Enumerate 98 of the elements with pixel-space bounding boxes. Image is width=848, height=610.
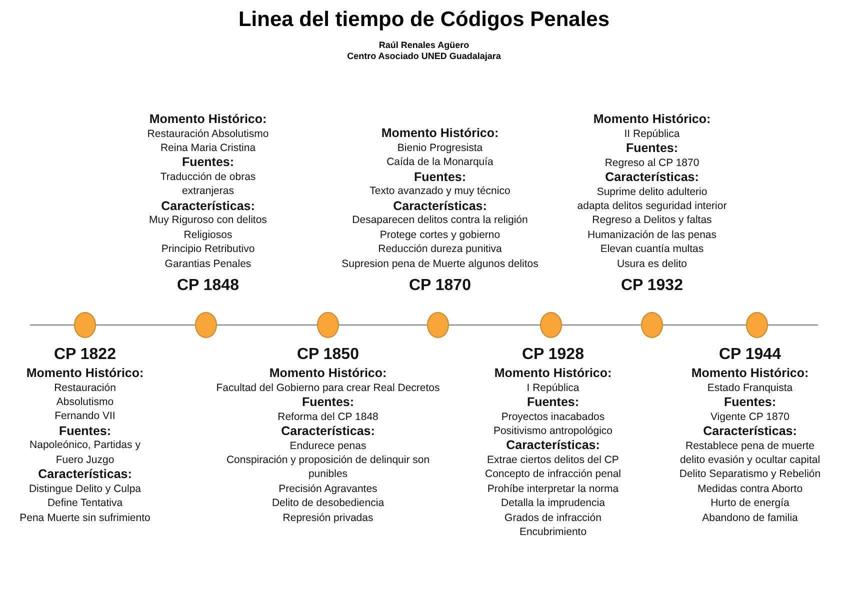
- timeline-note: Absolutismo: [55, 395, 115, 410]
- timeline-note: Estado Franquista: [706, 380, 794, 395]
- timeline-note: Reina Maria Cristina: [159, 140, 257, 156]
- timeline-note: Detalla la imprudencia: [500, 496, 606, 511]
- timeline-note: Abandono de familia: [701, 510, 799, 526]
- section-heading: Momento Histórico:: [25, 366, 145, 381]
- section-heading: Características:: [604, 170, 700, 185]
- timeline-note: Protege cortes y gobierno: [378, 228, 502, 242]
- timeline-note: Bienio Progresista: [396, 140, 484, 156]
- code-year-label: CP 1822: [53, 345, 117, 365]
- timeline-note: I República: [526, 380, 580, 395]
- section-heading: Características:: [702, 424, 798, 439]
- timeline-note: Caída de la Monarquía: [386, 155, 494, 170]
- timeline-note: Endurece penas: [288, 438, 368, 453]
- timeline-note: Delito de desobediencia: [270, 496, 386, 511]
- section-heading: Fuentes:: [526, 395, 580, 410]
- timeline-note: Delito Separatismo y Rebelión: [678, 467, 822, 482]
- section-heading: Momento Histórico:: [493, 366, 613, 381]
- timeline-note: Restauración Absolutismo: [146, 126, 270, 141]
- timeline-note: Reforma del CP 1848: [276, 410, 380, 424]
- section-heading: Fuentes:: [722, 395, 778, 410]
- section-heading: Características:: [505, 438, 601, 453]
- section-heading: Fuentes:: [58, 424, 112, 438]
- timeline-segment: [96, 324, 195, 326]
- timeline-note: delito evasión y ocultar capital: [678, 453, 822, 468]
- timeline-segment: [339, 324, 427, 326]
- timeline-note: Humanización de las penas: [586, 228, 718, 242]
- timeline-note: Facultad del Gobierno para crear Real Decretos: [215, 380, 441, 395]
- timeline-note: Positivismo antropológico: [492, 424, 614, 438]
- section-heading: Momento Histórico:: [690, 366, 810, 381]
- timeline-note: Fernando VII: [54, 409, 116, 424]
- timeline-note: adapta delitos seguridad interior: [576, 198, 728, 214]
- timeline-segment: [449, 324, 540, 326]
- section-heading: Momento Histórico:: [148, 112, 268, 127]
- timeline-note: Napoleónico, Partidas y Fuero Juzgo: [28, 438, 142, 468]
- timeline-marker: [641, 312, 663, 338]
- timeline-note: Desaparecen delitos contra la religión: [351, 213, 529, 228]
- timeline-note: Extrae ciertos delitos del CP: [486, 453, 620, 468]
- section-heading: Fuentes:: [624, 140, 680, 156]
- timeline-note: Usura es delito: [616, 256, 688, 271]
- section-heading: Características:: [392, 198, 488, 214]
- timeline-note: Supresion pena de Muerte algunos delitos: [340, 256, 540, 271]
- timeline-note: Distingue Delito y Culpa: [28, 482, 142, 496]
- section-heading: Fuentes:: [412, 170, 468, 184]
- code-year-label: CP 1870: [408, 276, 472, 296]
- subtitle: Raúl Renales Agüero: [378, 40, 470, 50]
- section-heading: Fuentes:: [300, 395, 356, 410]
- section-heading: Características:: [37, 467, 133, 482]
- timeline-note: Regreso a Delitos y faltas: [591, 213, 713, 228]
- timeline-note: Muy Riguroso con delitos Religiosos: [148, 213, 268, 242]
- timeline-marker: [317, 312, 339, 338]
- timeline-note: Encubrimiento: [518, 525, 588, 540]
- subtitle: Centro Asociado UNED Guadalajara: [346, 51, 502, 61]
- timeline-marker: [746, 312, 768, 338]
- timeline-note: Regreso al CP 1870: [604, 156, 700, 170]
- timeline-note: Elevan cuantía multas: [599, 242, 705, 257]
- title: Linea del tiempo de Códigos Penales: [237, 8, 611, 32]
- timeline-marker: [74, 312, 96, 338]
- timeline-note: II República: [623, 126, 681, 141]
- timeline-segment: [562, 324, 641, 326]
- code-year-label: CP 1944: [718, 345, 782, 365]
- timeline-marker: [195, 312, 217, 338]
- code-year-label: CP 1928: [521, 345, 585, 365]
- timeline-note: Vigente CP 1870: [709, 410, 790, 424]
- timeline-segment: [768, 324, 818, 326]
- section-heading: Características:: [160, 198, 256, 214]
- timeline-segment: [663, 324, 746, 326]
- timeline-note: Define Tentativa: [46, 496, 124, 511]
- section-heading: Momento Histórico:: [592, 112, 712, 127]
- timeline-note: Principio Retributivo: [160, 242, 256, 257]
- timeline-note: Hurto de energía: [710, 496, 790, 511]
- timeline-note: Concepto de infracción penal: [484, 467, 622, 482]
- timeline-note: Conspiración y proposición de delinquir son punibles: [225, 453, 431, 482]
- timeline-marker: [540, 312, 562, 338]
- timeline-segment: [30, 324, 74, 326]
- timeline-note: Grados de infracción: [504, 510, 602, 526]
- timeline-note: Precisión Agravantes: [278, 482, 378, 496]
- timeline-note: Texto avanzado y muy técnico: [368, 184, 512, 199]
- timeline-note: Garantias Penales: [164, 256, 252, 271]
- section-heading: Fuentes:: [180, 155, 236, 170]
- timeline-note: Traducción de obras extranjeras: [159, 170, 257, 199]
- timeline-note: Restauración: [53, 380, 117, 395]
- timeline-marker: [427, 312, 449, 338]
- timeline-note: Prohíbe interpretar la norma: [486, 482, 620, 496]
- section-heading: Momento Histórico:: [268, 366, 388, 381]
- code-year-label: CP 1932: [620, 276, 684, 296]
- section-heading: Características:: [280, 424, 376, 439]
- code-year-label: CP 1848: [176, 276, 240, 296]
- code-year-label: CP 1850: [296, 345, 360, 365]
- timeline-note: Proyectos inacabados: [500, 410, 606, 424]
- timeline-note: Restablece pena de muerte: [684, 438, 816, 453]
- timeline-note: Suprime delito adulterio: [596, 184, 708, 199]
- timeline-segment: [217, 324, 317, 326]
- timeline-note: Pena Muerte sin sufrimiento: [18, 510, 152, 526]
- timeline-note: Reducción dureza punitiva: [377, 242, 503, 257]
- timeline-note: Medidas contra Aborto: [696, 482, 804, 496]
- timeline-note: Represión privadas: [282, 510, 374, 526]
- section-heading: Momento Histórico:: [380, 126, 500, 141]
